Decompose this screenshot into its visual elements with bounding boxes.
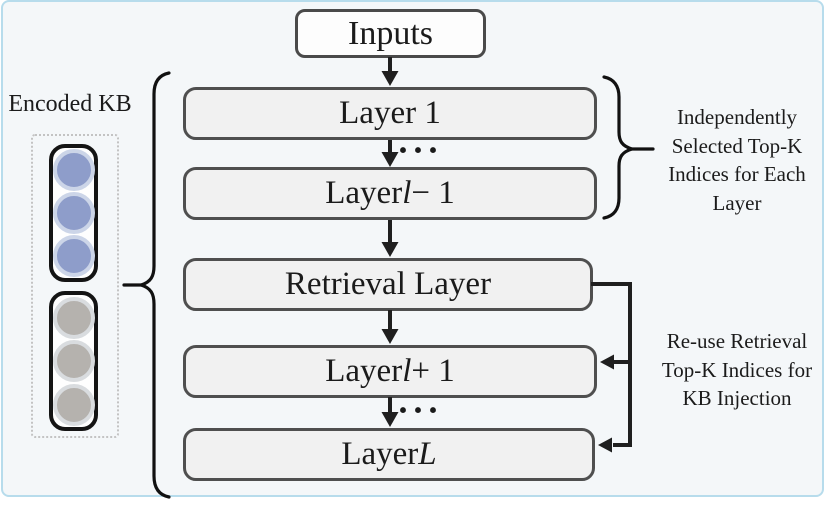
kb-vector-group-top [49,144,98,282]
label-text: Layer [325,353,403,389]
kb-vectors-bottom-circle [52,340,95,382]
annotation-reuse-topk: Re-use Retrieval Top-K Indices for KB In… [661,329,813,410]
encoded-kb-dotted-frame [31,134,119,438]
layer-l-minus-1-box: Layer l − 1 [183,167,597,220]
layer-L-box: Layer L [183,428,595,481]
kb-vectors-top-circle [52,149,95,191]
kb-vectors-top-circle [52,192,95,234]
inputs-box: Inputs [295,9,486,58]
label-text: Retrieval Layer [284,266,492,302]
kb-vectors-bottom-circle [52,296,95,339]
label-text: Layer [341,436,419,472]
label-text: Layer 1 [339,95,441,131]
retrieval-layer-box: Retrieval Layer [183,258,593,311]
kb-vector-group-bottom [49,291,98,431]
layer-l-plus-1-box: Layer l + 1 [183,345,597,398]
layer-1-box: Layer 1 [183,87,597,140]
kb-vectors-top-circle [52,235,95,277]
kb-vectors-bottom-circle [52,383,95,426]
ellipsis-bottom: ··· [397,390,443,430]
math-variable: l [402,353,412,389]
math-variable: L [418,436,437,472]
label-text: − 1 [411,175,455,211]
label-text: Layer [325,175,403,211]
math-variable: l [402,175,412,211]
annotation-independent-topk: Independently Selected Top-K Indices for… [668,105,806,215]
encoded-kb-label: Encoded KB [8,91,132,117]
label-text: + 1 [411,353,455,389]
ellipsis-top: ··· [397,130,443,170]
